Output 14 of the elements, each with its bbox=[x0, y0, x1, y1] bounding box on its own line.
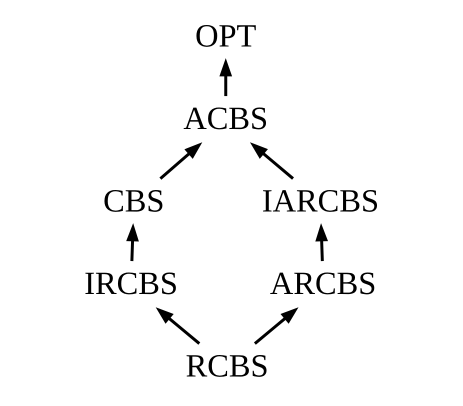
node-text: IARCBS bbox=[262, 183, 380, 220]
node-text: ARCBS bbox=[270, 266, 376, 302]
node-text: OPT bbox=[195, 18, 256, 54]
node-text: CBS bbox=[103, 183, 164, 220]
node-text: ACBS bbox=[183, 100, 268, 137]
arrow bbox=[219, 58, 232, 96]
node-text: RCBS bbox=[186, 348, 269, 384]
arrow bbox=[156, 307, 200, 345]
arrow bbox=[315, 223, 328, 262]
arrow bbox=[159, 142, 202, 180]
node-text: IRCBS bbox=[84, 266, 178, 302]
arrow bbox=[126, 223, 139, 262]
arrow bbox=[254, 307, 299, 345]
arrow bbox=[250, 142, 294, 180]
